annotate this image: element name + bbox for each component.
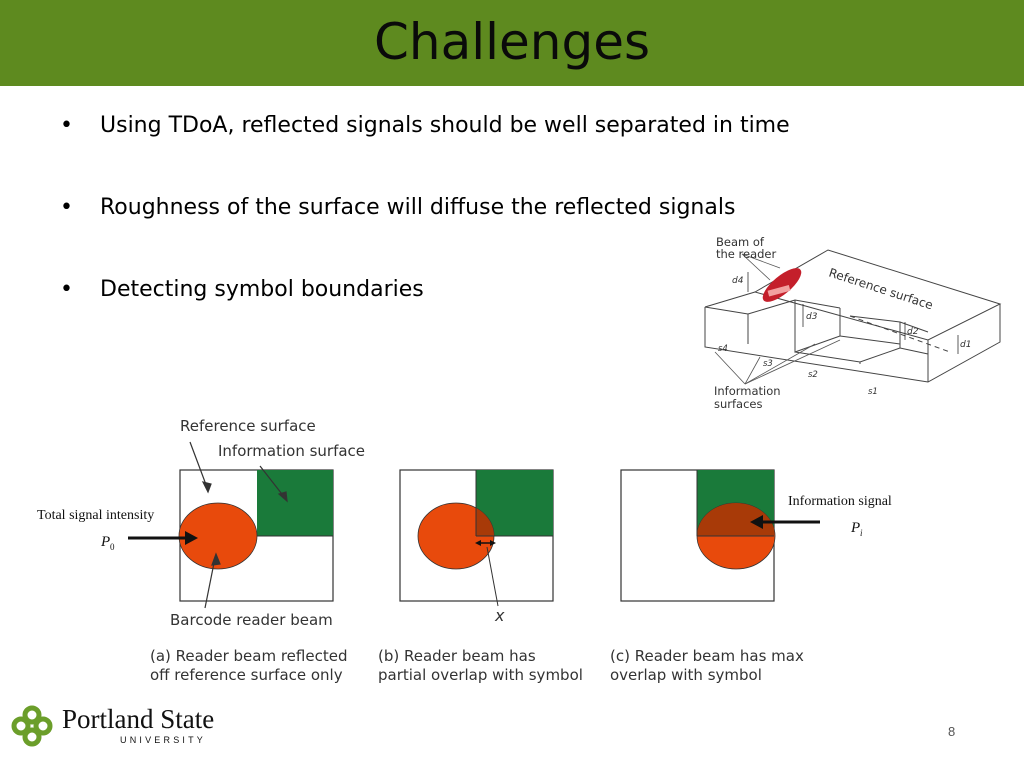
caption-b-line1: (b) Reader beam has — [378, 647, 536, 665]
caption-c-line2: overlap with symbol — [610, 666, 762, 684]
total-signal-arrow-head — [185, 531, 198, 545]
step-edge — [839, 335, 901, 345]
bullet-dot-icon: • — [60, 113, 73, 138]
d2-label: d2 — [907, 327, 919, 337]
step-edge — [794, 300, 841, 353]
beam-pointer — [204, 557, 216, 609]
info-pointer — [744, 343, 816, 385]
reference-surface-label: Reference surface — [827, 266, 935, 313]
surface-diagram: Beam of the reader Reference surface d4 … — [704, 235, 1002, 411]
d1-label: d1 — [960, 340, 971, 350]
s2-label: s2 — [808, 370, 818, 380]
beam-label-2: the reader — [716, 247, 777, 261]
step-edge — [899, 347, 929, 355]
barcode-beam-label: Barcode reader beam — [170, 611, 333, 629]
caption-b-line2: partial overlap with symbol — [378, 666, 583, 684]
information-signal-arrow-head — [750, 515, 763, 529]
x-arrow-right-head — [490, 540, 496, 546]
d3-label: d3 — [806, 312, 818, 322]
info-pointer — [714, 351, 746, 385]
information-surface-label: Information surface — [218, 442, 365, 460]
logo-subtitle: UNIVERSITY — [120, 735, 207, 745]
info-surface-pointer — [259, 465, 286, 499]
logo-mark-icon — [11, 705, 53, 747]
bullet-item: • Using TDoA, reflected signals should b… — [60, 108, 960, 144]
bullet-text: Using TDoA, reflected signals should be … — [100, 113, 790, 138]
beam-pointer-head — [211, 552, 221, 566]
title-bar — [0, 0, 1024, 86]
d4-label: d4 — [732, 276, 744, 286]
panel-a-info-surface — [257, 470, 333, 536]
block-edge — [704, 306, 749, 315]
bullet-item: • Detecting symbol boundaries — [60, 272, 960, 308]
pi-subscript: i — [860, 528, 863, 538]
beam-highlight — [767, 284, 791, 297]
bullet-dot-icon: • — [60, 195, 73, 220]
slide-title: Challenges — [373, 13, 651, 71]
bullet-text: Detecting symbol boundaries — [100, 277, 424, 302]
caption-a-line1: (a) Reader beam reflected — [150, 647, 347, 665]
bullet-dot-icon: • — [60, 277, 73, 302]
portland-state-logo: Portland State UNIVERSITY — [10, 702, 250, 752]
bullet-text: Roughness of the surface will diffuse th… — [100, 195, 736, 220]
step-edge — [794, 322, 901, 363]
s4-label: s4 — [718, 344, 728, 354]
page-number: 8 — [948, 724, 956, 739]
beam-label-1: Beam of — [716, 235, 765, 249]
s1-label: s1 — [868, 387, 878, 397]
info-pointer — [744, 339, 841, 385]
block-outline — [704, 304, 1001, 383]
info-pointer — [744, 356, 761, 385]
caption-c-line1: (c) Reader beam has max — [610, 647, 804, 665]
bullet-item: • Roughness of the surface will diffuse … — [60, 190, 960, 226]
p0-subscript: 0 — [110, 542, 115, 552]
x-label: x — [494, 606, 505, 625]
reference-pointer-head — [201, 481, 212, 494]
pi-label: P — [850, 520, 860, 536]
information-signal-label: Information signal — [788, 494, 892, 509]
x-pointer — [486, 546, 499, 607]
info-surface-pointer-head — [277, 491, 288, 503]
panel-c-overlap — [697, 503, 774, 536]
reference-surface-label: Reference surface — [180, 417, 316, 435]
block-edge — [704, 291, 756, 308]
x-arrow-left-head — [475, 540, 481, 546]
beam-pointer — [741, 253, 771, 281]
beam-overlap-diagram: Reference surface Information surface To… — [37, 417, 892, 684]
s3-label: s3 — [763, 359, 773, 369]
panel-a-beam — [178, 502, 258, 570]
logo-name: Portland State — [62, 704, 215, 734]
panel-b-overlap — [476, 507, 494, 536]
p0-label: P — [100, 534, 110, 550]
info-label-2: surfaces — [714, 397, 763, 411]
info-label-1: Information — [714, 384, 781, 398]
total-signal-label: Total signal intensity — [37, 508, 154, 523]
beam-pointer — [741, 253, 781, 269]
step-edge — [849, 315, 929, 333]
caption-a-line2: off reference surface only — [150, 666, 343, 684]
